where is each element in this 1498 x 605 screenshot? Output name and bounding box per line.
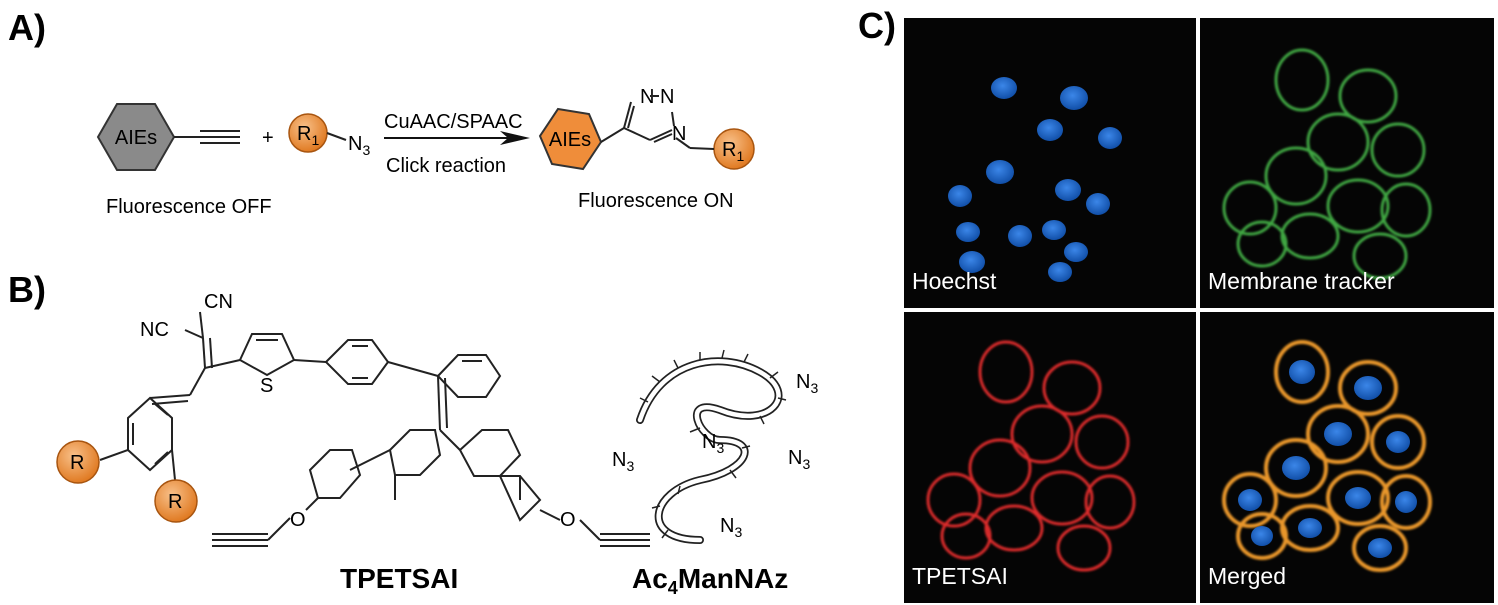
panel-c-letter: C): [858, 5, 896, 46]
aie-hexagon-off: [96, 103, 176, 171]
image-hoechst: Hoechst: [904, 18, 1196, 308]
r1-label: R1: [297, 123, 319, 148]
r-group-label-2: R: [168, 491, 182, 513]
image-label-merged: Merged: [1208, 563, 1286, 589]
azide-label-3: N3: [612, 449, 634, 474]
product-r1-label: R1: [722, 139, 744, 164]
image-label-hoechst: Hoechst: [912, 268, 997, 294]
panel-b: B): [8, 269, 818, 598]
image-label-tpetsai: TPETSAI: [912, 563, 1008, 589]
azide-label-1: N3: [796, 371, 818, 396]
panel-a-letter: A): [8, 7, 46, 48]
azide-label: N3: [348, 133, 370, 158]
triazole-n-left: N: [640, 86, 654, 108]
reaction-arrow-head: [500, 131, 530, 145]
r-group-label-1: R: [70, 452, 84, 474]
panel-c: C) Hoechst: [858, 5, 1496, 604]
glycan-ticks: [639, 349, 787, 539]
aie-label-on: AIEs: [549, 129, 591, 151]
panel-a: A) AIEs + R1 N3 CuAAC/SPAAC Click reacti…: [8, 7, 755, 218]
ether-o-left: O: [290, 509, 306, 531]
compound-label-ac4mannaz: Ac4ManNAz: [632, 563, 788, 598]
tpetsai-structure: [99, 311, 650, 547]
arrow-condition-top: CuAAC/SPAAC: [384, 111, 523, 133]
triazole-n-mid: N: [660, 86, 674, 108]
panel-b-letter: B): [8, 269, 46, 310]
image-merged: Merged: [1200, 312, 1494, 603]
azide-label-4: N3: [788, 447, 810, 472]
triazole-ring: [600, 101, 691, 149]
caption-fluorescence-off: Fluorescence OFF: [106, 196, 272, 218]
azide-label-5: N3: [720, 515, 742, 540]
r-group-ball-1: [56, 440, 100, 484]
compound-label-tpetsai: TPETSAI: [340, 563, 458, 594]
thiophene-s: S: [260, 375, 273, 397]
image-tpetsai: TPETSAI: [904, 312, 1196, 603]
r-group-ball-2: [154, 479, 198, 523]
arrow-condition-bottom: Click reaction: [386, 155, 506, 177]
r1-azide-bond: [326, 132, 347, 141]
image-membrane-tracker: Membrane tracker: [1200, 18, 1494, 308]
aie-label-off: AIEs: [115, 127, 157, 149]
aie-hexagon-on: [538, 107, 603, 171]
cn-label: CN: [204, 291, 233, 313]
triazole-n-right: N: [672, 123, 686, 145]
caption-fluorescence-on: Fluorescence ON: [578, 190, 734, 212]
ether-o-right: O: [560, 509, 576, 531]
terminal-alkyne: [174, 130, 240, 144]
nc-label: NC: [140, 319, 169, 341]
image-label-membrane-tracker: Membrane tracker: [1208, 268, 1395, 294]
product-r1-bond: [689, 147, 715, 150]
azide-label-2: N3: [702, 431, 724, 456]
plus-sign: +: [262, 127, 274, 149]
